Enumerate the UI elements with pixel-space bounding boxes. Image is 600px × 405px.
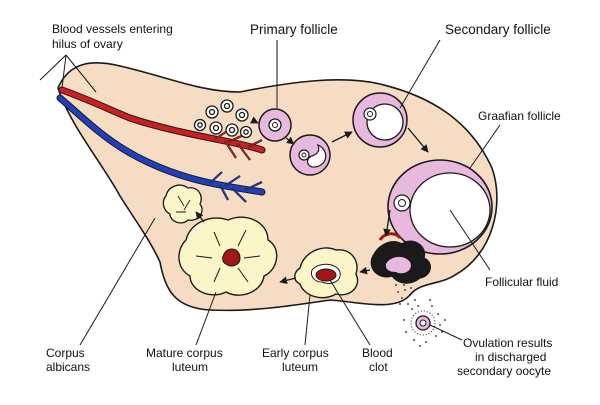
label-blood-vessels-2: hilus of ovary [52, 37, 123, 51]
label-follicular-fluid: Follicular fluid [485, 275, 558, 289]
label-blood-clot-1: Blood [362, 346, 393, 360]
label-ovulation-1: Ovulation results [463, 336, 552, 350]
label-mature-corpus-luteum-2: luteum [172, 360, 208, 374]
ovulated-oocyte [395, 284, 446, 347]
leader-lines [39, 39, 501, 346]
label-graafian-follicle: Graafian follicle [478, 109, 561, 123]
graafian-follicle [387, 159, 493, 255]
mature-corpus-luteum [178, 216, 278, 296]
primordial-follicles [193, 99, 253, 139]
label-early-corpus-luteum-1: Early corpus [262, 346, 329, 360]
label-ovulation-3: secondary oocyte [457, 364, 551, 378]
ruptured-follicle [370, 232, 431, 284]
label-corpus-albicans-2: albicans [46, 360, 90, 374]
blood-clot [315, 268, 337, 282]
label-blood-vessels-1: Blood vessels entering [52, 22, 173, 36]
label-secondary-follicle: Secondary follicle [445, 22, 551, 37]
cycle-arrows [195, 116, 429, 285]
early-corpus-luteum [294, 247, 359, 299]
label-blood-clot-2: clot [369, 360, 388, 374]
label-corpus-albicans-1: Corpus [46, 346, 85, 360]
label-ovulation-2: in discharged [475, 350, 546, 364]
label-mature-corpus-luteum-1: Mature corpus [146, 346, 223, 360]
primary-follicle [258, 108, 292, 142]
growing-follicle [289, 134, 331, 176]
label-early-corpus-luteum-2: luteum [282, 360, 318, 374]
blood-vessels [56, 86, 266, 203]
secondary-follicle [352, 92, 408, 148]
label-primary-follicle: Primary follicle [250, 22, 338, 37]
